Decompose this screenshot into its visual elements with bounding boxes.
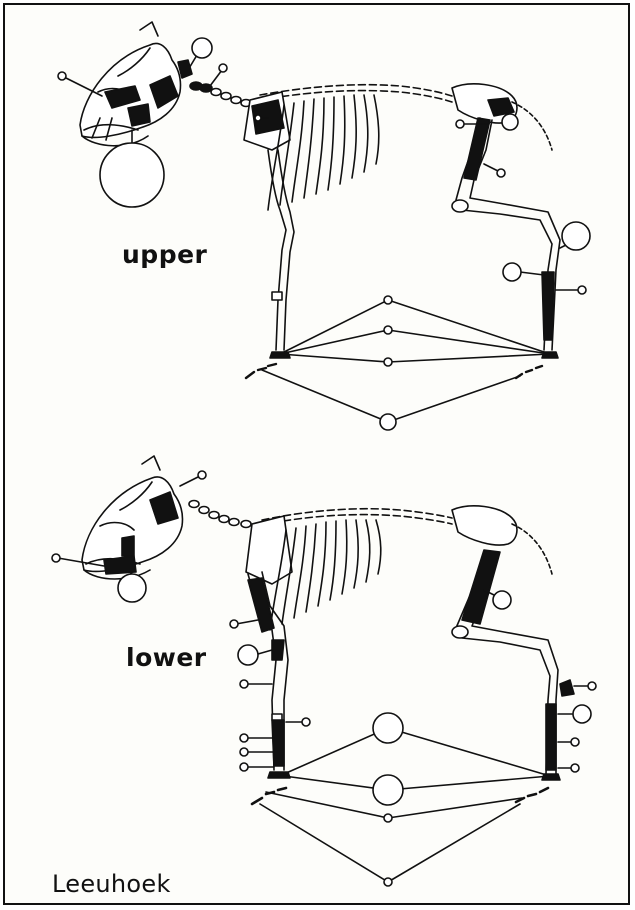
upper-skull	[80, 22, 192, 146]
site-label: Leeuhoek	[52, 870, 171, 898]
upper-hind-leg	[452, 118, 560, 358]
upper-panel-label: upper	[122, 240, 207, 269]
lower-panel-label: lower	[126, 643, 207, 672]
lower-neck-vertebrae	[189, 501, 251, 528]
lower-tail	[512, 524, 552, 574]
upper-metatarsal-mark	[542, 272, 554, 340]
upper-skeleton	[58, 22, 590, 430]
upper-neck-vertebrae	[190, 82, 251, 107]
lower-metatarsal-mark	[546, 704, 556, 770]
lower-mandible-mark	[104, 556, 136, 574]
lower-scapula	[246, 516, 292, 584]
lower-femur-mark	[462, 550, 500, 624]
upper-mandible-mark	[128, 104, 150, 126]
lower-front-leg	[248, 572, 290, 778]
lower-pelvis	[452, 506, 517, 545]
lower-metacarpal-mark	[272, 720, 284, 766]
lower-hind-leg	[452, 550, 574, 780]
upper-spine	[260, 85, 452, 102]
lower-skull	[82, 456, 183, 579]
upper-tail	[512, 102, 552, 150]
upper-large-circle	[100, 143, 164, 207]
